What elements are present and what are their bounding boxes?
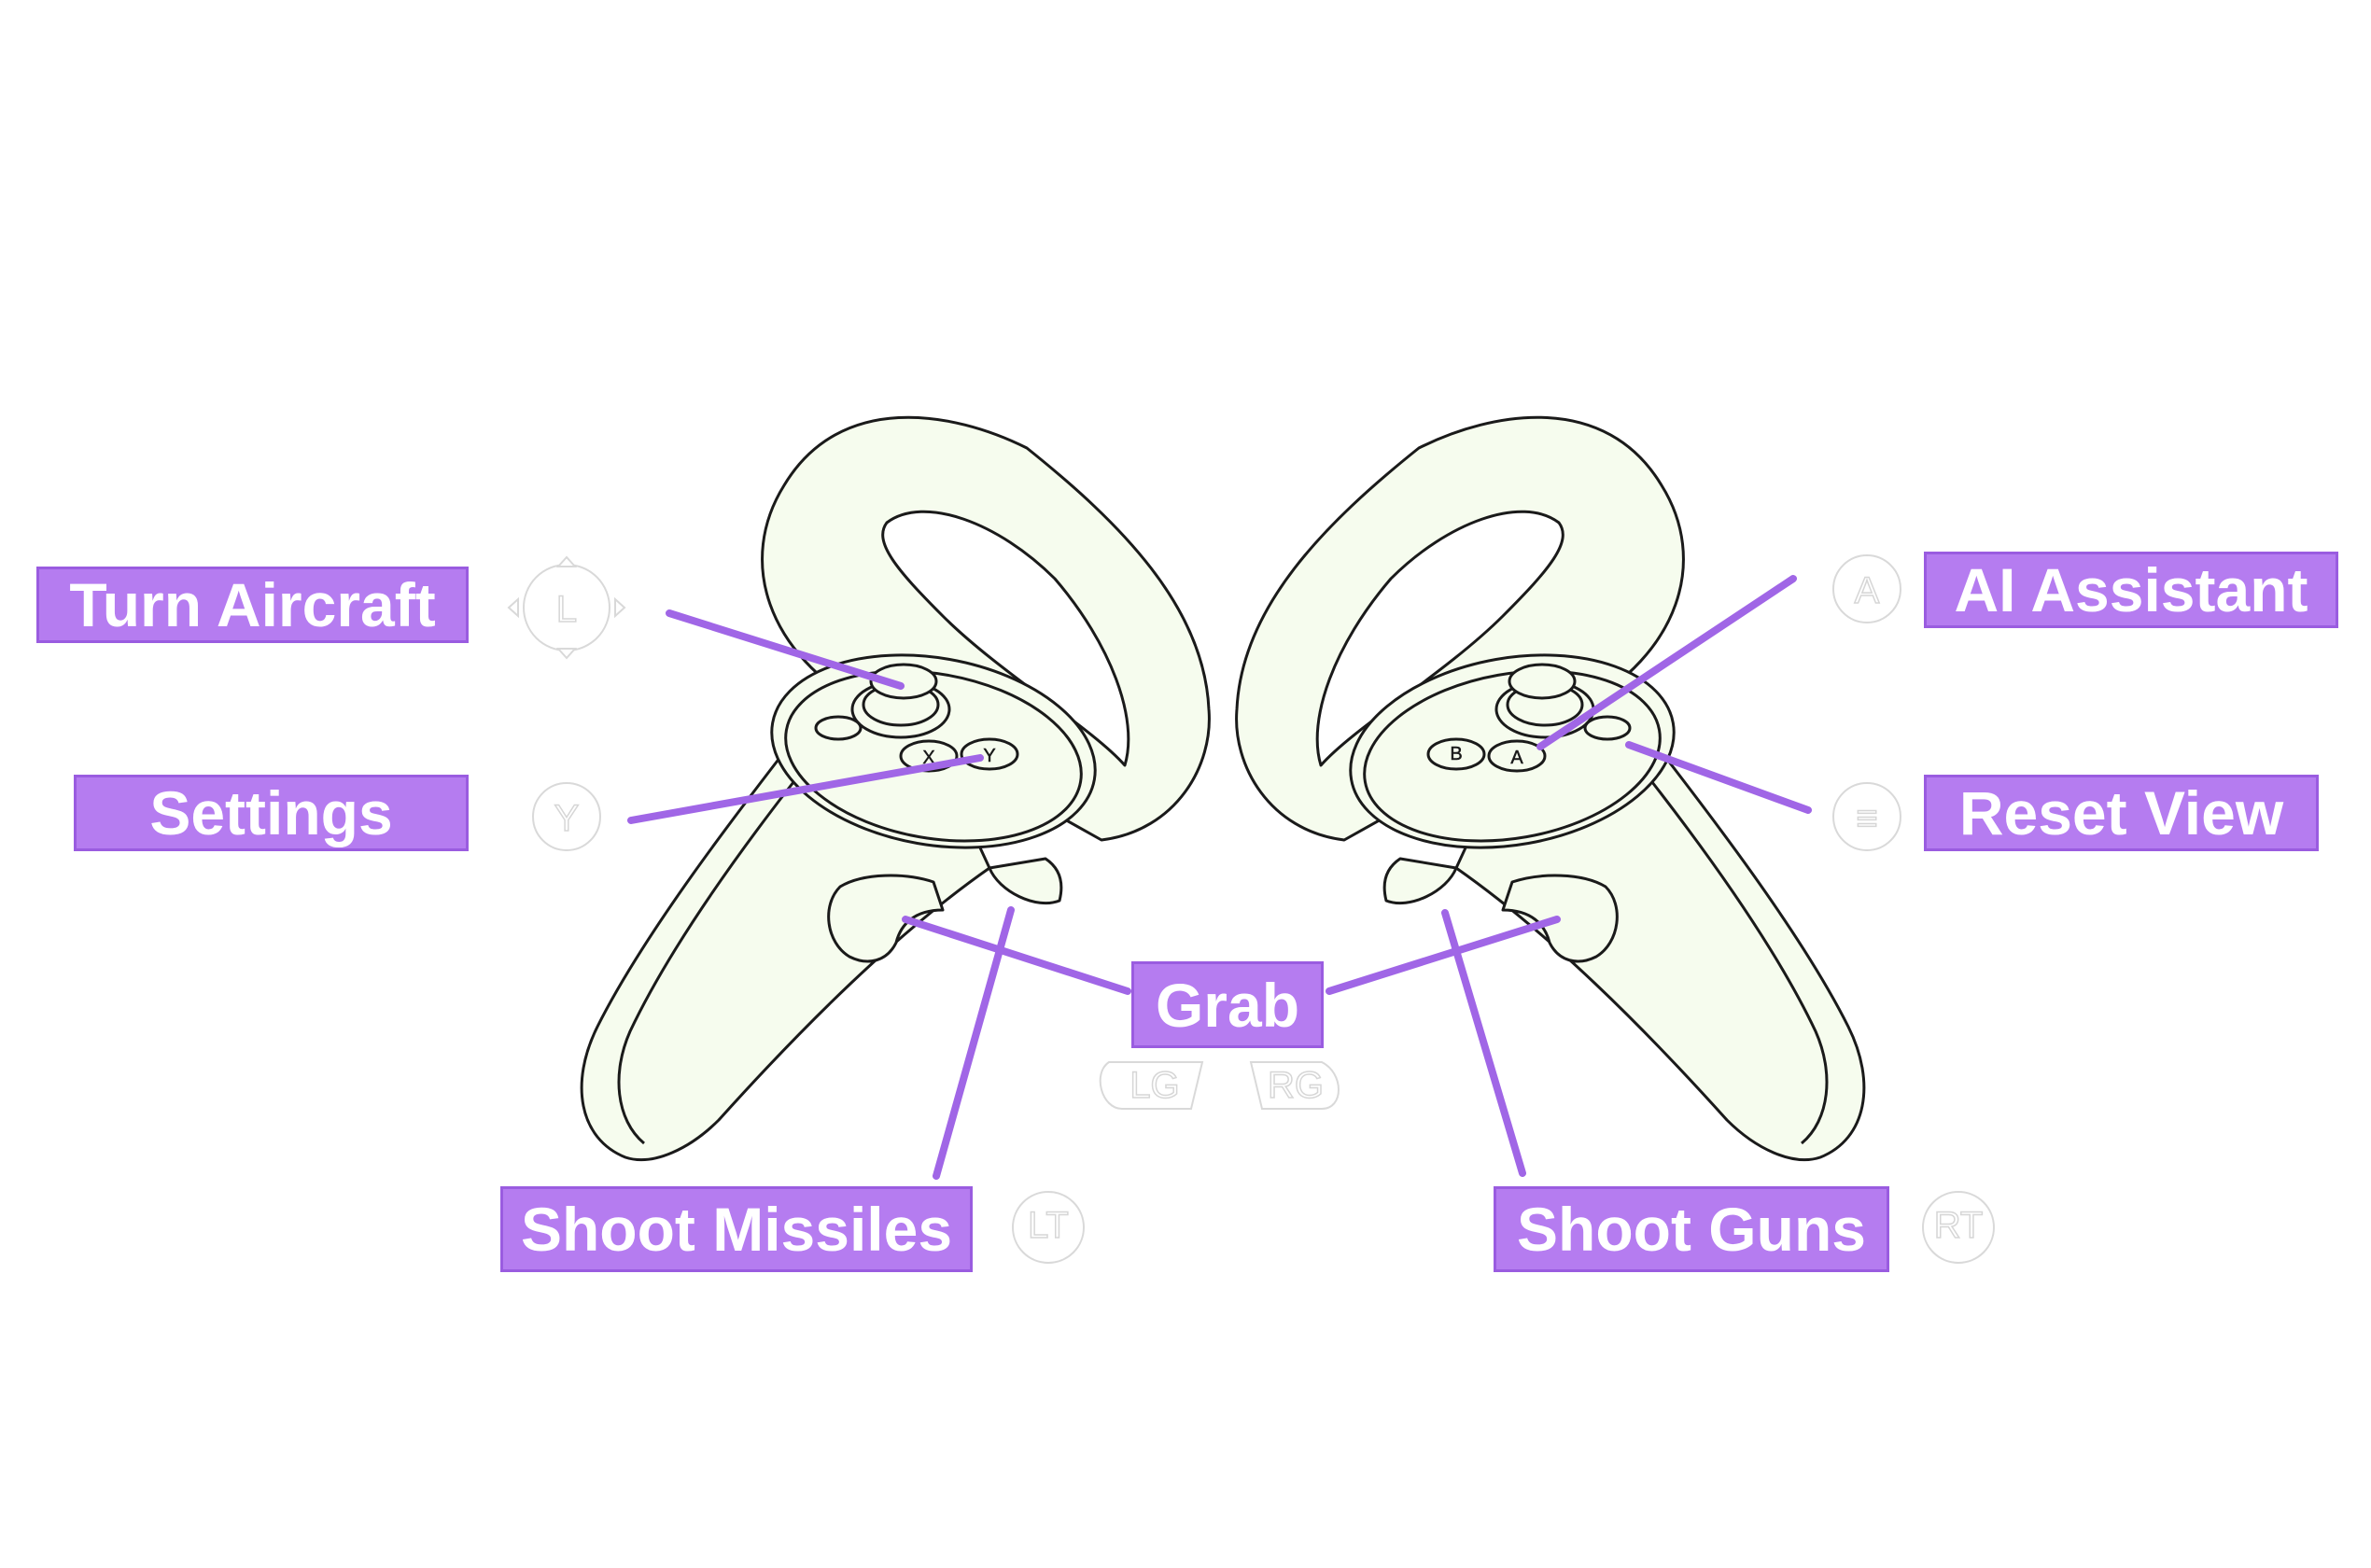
label-turn-aircraft: Turn Aircraft — [36, 567, 469, 643]
left-y-glyph: Y — [983, 746, 995, 766]
left-stick-arrows-icon — [507, 555, 626, 660]
leader-shoot-guns — [1441, 909, 1526, 1177]
y-button-glyph: Y — [554, 798, 580, 839]
left-trigger — [827, 874, 945, 963]
leader-grab-left — [902, 916, 1131, 995]
right-menu-button — [1583, 715, 1632, 741]
right-b-glyph: B — [1450, 744, 1462, 764]
right-controller — [1235, 415, 1866, 1162]
leader-ai-assistant — [1536, 575, 1797, 750]
leader-grab-right — [1326, 916, 1561, 995]
right-b-button — [1426, 737, 1486, 771]
right-trigger-icon — [1922, 1191, 1995, 1264]
menu-button-icon — [1832, 782, 1901, 851]
right-grip-glyph: RG — [1268, 1065, 1324, 1106]
a-button-glyph: A — [1855, 570, 1880, 611]
left-controller — [580, 415, 1211, 1162]
left-trigger-icon — [1012, 1191, 1085, 1264]
label-grab: Grab — [1131, 961, 1324, 1048]
right-trigger-glyph: RT — [1934, 1205, 1984, 1246]
leader-shoot-missiles — [933, 906, 1015, 1180]
label-shoot-guns: Shoot Guns — [1494, 1186, 1889, 1272]
left-trigger-glyph: LT — [1028, 1205, 1069, 1246]
leader-settings — [627, 754, 984, 824]
menu-button-glyph: ≡ — [1856, 798, 1877, 839]
a-button-icon — [1832, 554, 1901, 623]
right-grip-icon — [1249, 1061, 1340, 1110]
label-settings: Settings — [74, 775, 469, 851]
left-grip-icon — [1099, 1061, 1204, 1110]
leader-turn-aircraft — [666, 609, 905, 690]
y-button-icon — [532, 782, 601, 851]
label-ai-assistant: AI Assistant — [1924, 552, 2338, 628]
label-reset-view: Reset View — [1924, 775, 2319, 851]
right-a-button — [1487, 739, 1547, 773]
left-stick-glyph: L — [556, 589, 577, 630]
leader-reset-view — [1625, 741, 1812, 814]
right-thumbstick — [1508, 663, 1577, 700]
label-shoot-missiles: Shoot Missiles — [500, 1186, 973, 1272]
left-thumbstick — [869, 663, 938, 700]
right-a-glyph: A — [1510, 748, 1523, 768]
left-grip-glyph: LG — [1129, 1065, 1179, 1106]
left-menu-button — [814, 715, 863, 741]
